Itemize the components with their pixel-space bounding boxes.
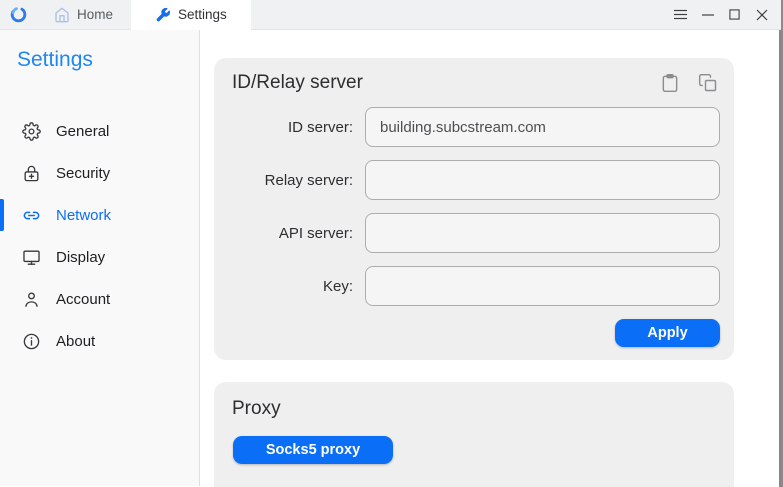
api-server-input[interactable] (365, 213, 720, 253)
window-controls (667, 0, 781, 29)
wrench-icon (155, 7, 171, 23)
id-relay-server-card: ID/Relay server (214, 58, 734, 360)
network-settings-panel: ID/Relay server (200, 30, 781, 487)
sidebar-item-label: Account (56, 290, 111, 308)
menu-icon[interactable] (667, 1, 694, 29)
form-row: Key: (214, 266, 720, 306)
key-label: Key: (322, 277, 353, 295)
link-icon (22, 206, 41, 225)
monitor-icon (22, 248, 41, 267)
scrollbar[interactable] (779, 30, 781, 487)
api-server-label: API server: (278, 224, 353, 242)
id-server-label: ID server: (287, 118, 353, 136)
close-icon[interactable] (748, 1, 775, 29)
server-form: ID server: Relay server: API server: Key… (214, 107, 734, 306)
lock-plus-icon (22, 164, 41, 183)
form-row: API server: (214, 213, 720, 253)
app-body: Settings General (0, 30, 781, 487)
apply-button[interactable]: Apply (615, 319, 720, 347)
maximize-icon[interactable] (721, 1, 748, 29)
info-icon (22, 332, 41, 351)
tab-settings[interactable]: Settings (131, 0, 251, 30)
sidebar-item-network[interactable]: Network (0, 194, 199, 236)
page-title: Settings (17, 48, 93, 71)
sidebar-item-display[interactable]: Display (0, 236, 199, 278)
proxy-card: Proxy Socks5 proxy (214, 382, 734, 487)
sidebar-item-label: General (56, 122, 110, 140)
key-input[interactable] (365, 266, 720, 306)
person-icon (22, 290, 41, 309)
id-server-input[interactable] (365, 107, 720, 147)
tab-home[interactable]: Home (36, 0, 131, 29)
sidebar-nav: General Security (0, 110, 199, 362)
settings-sidebar: Settings General (0, 30, 200, 486)
tab-settings-label: Settings (178, 7, 227, 22)
home-icon (54, 7, 70, 23)
sidebar-item-general[interactable]: General (0, 110, 199, 152)
sidebar-item-label: Display (56, 248, 106, 266)
relay-server-input[interactable] (365, 160, 720, 200)
paste-icon[interactable] (660, 73, 680, 93)
sidebar-item-label: Security (56, 164, 111, 182)
minimize-icon[interactable] (694, 1, 721, 29)
proxy-title: Proxy (232, 398, 281, 419)
sidebar-item-account[interactable]: Account (0, 278, 199, 320)
socks5-proxy-button[interactable]: Socks5 proxy (233, 436, 393, 464)
card-title: ID/Relay server (232, 72, 363, 93)
tab-home-label: Home (77, 7, 114, 22)
sidebar-item-label: Network (56, 206, 112, 224)
rustdesk-logo-icon (0, 0, 36, 29)
form-row: ID server: (214, 107, 720, 147)
tab-bar: Home Settings (0, 0, 781, 30)
sidebar-item-security[interactable]: Security (0, 152, 199, 194)
gear-icon (22, 121, 41, 141)
relay-server-label: Relay server: (264, 171, 353, 189)
form-row: Relay server: (214, 160, 720, 200)
copy-icon[interactable] (698, 73, 718, 93)
sidebar-item-label: About (56, 332, 96, 350)
sidebar-item-about[interactable]: About (0, 320, 199, 362)
